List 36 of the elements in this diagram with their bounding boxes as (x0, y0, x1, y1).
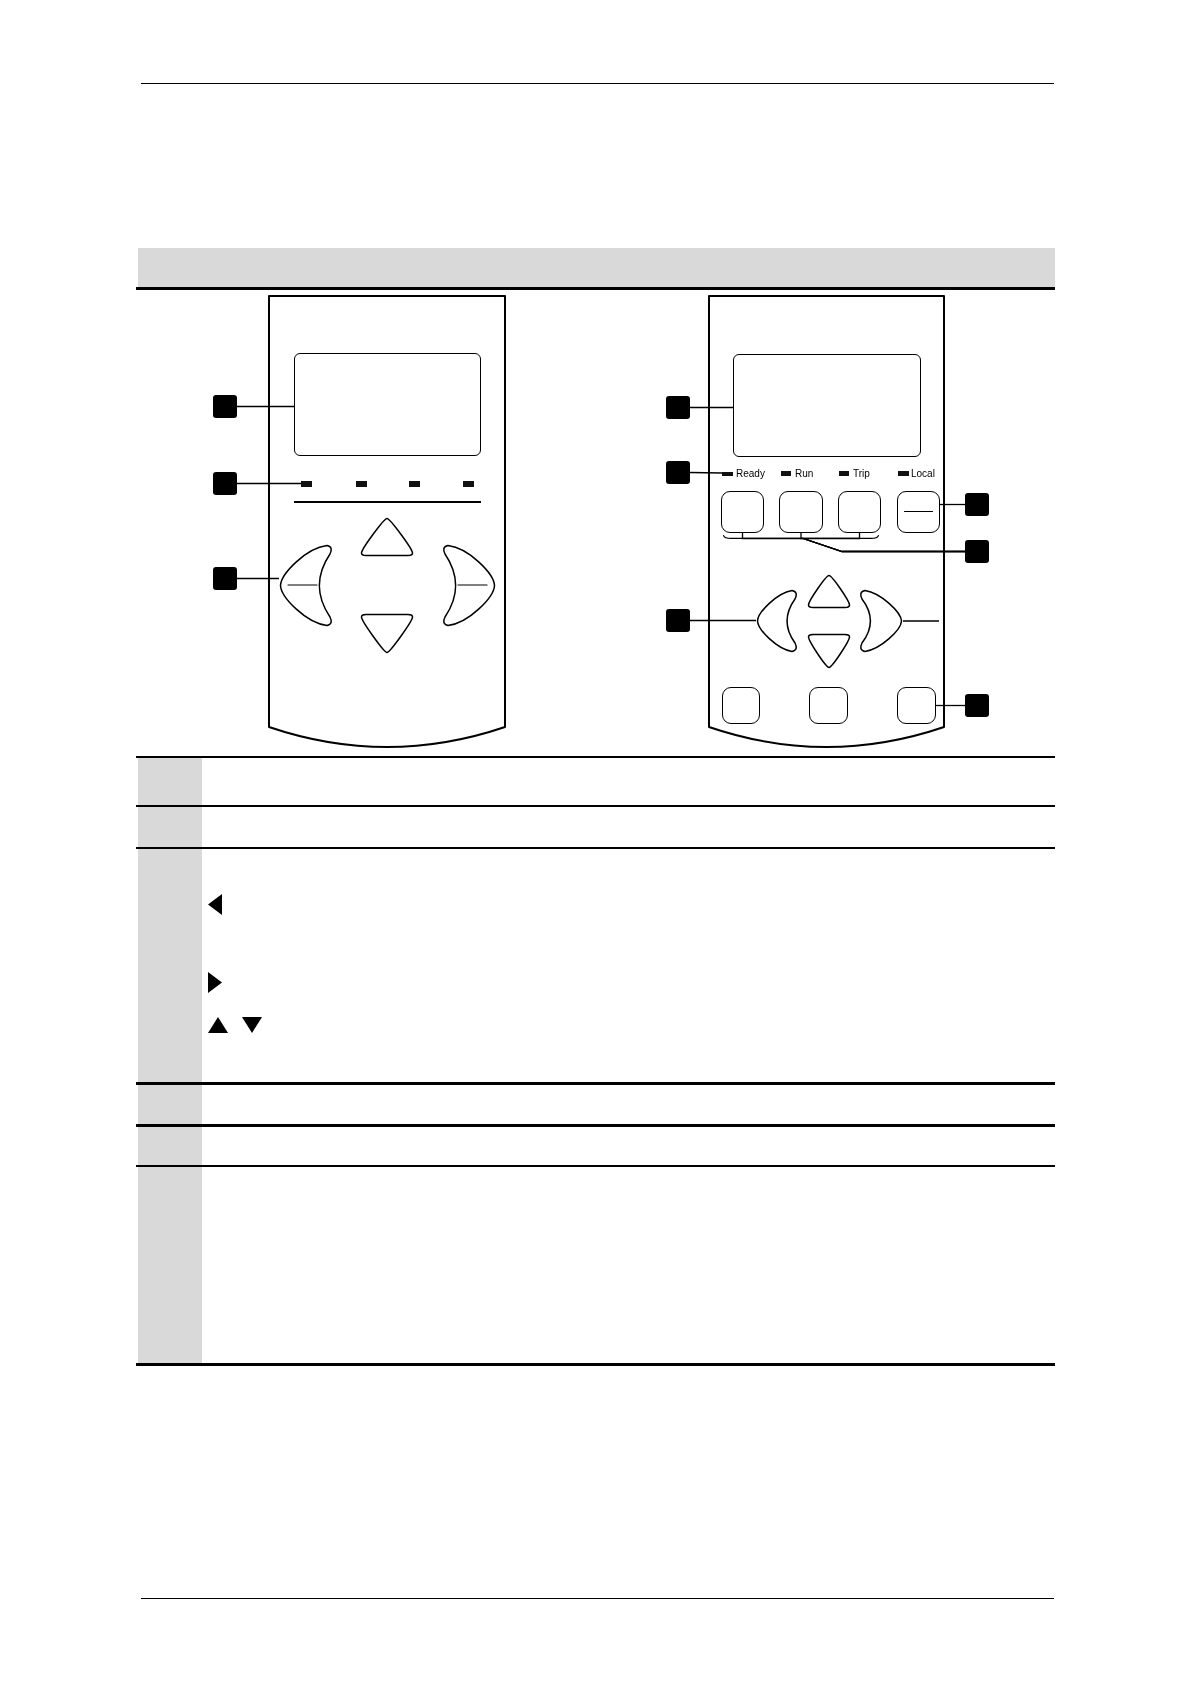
leader-line (236, 482, 302, 485)
led-indicator (722, 472, 733, 476)
callout-marker (965, 694, 989, 717)
callout-marker (213, 567, 237, 590)
display-screen (294, 353, 481, 456)
arrow-key (756, 589, 798, 653)
keypad-body (708, 295, 945, 748)
keypad-button (838, 491, 881, 533)
indicator-label: Ready (736, 468, 765, 480)
callout-marker (666, 461, 690, 484)
leader-line (689, 619, 757, 622)
keypad-button (897, 687, 936, 724)
led-indicator (301, 481, 312, 487)
leader-line (902, 620, 940, 622)
indicator-label: Trip (853, 468, 870, 480)
indicator-label: Run (795, 468, 814, 480)
leader-line (689, 406, 734, 409)
leader-line (935, 704, 966, 707)
leader-line (236, 405, 295, 408)
leader-line (236, 577, 280, 580)
arrow-key (279, 544, 333, 627)
display-screen (733, 354, 921, 457)
arrow-key (859, 589, 903, 653)
callout-marker (666, 609, 690, 632)
callout-marker (666, 396, 690, 419)
callout-marker (965, 493, 989, 516)
keypad-button (721, 491, 764, 533)
indicator-label: Local (911, 468, 935, 480)
leader-line (689, 471, 723, 474)
callout-marker (213, 395, 237, 418)
keypad-body (268, 295, 506, 748)
keypad-button (897, 491, 940, 533)
callout-marker (213, 472, 237, 495)
leader-line (939, 503, 966, 506)
keypad-button (779, 491, 823, 533)
callout-marker (965, 540, 989, 563)
